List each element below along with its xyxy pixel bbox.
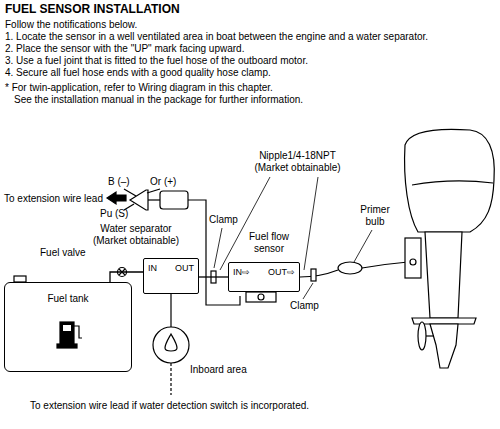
leader-line [354,230,372,262]
port-label: IN [148,262,157,274]
part-label: Fuel valve [40,247,86,259]
part-label: Clamp [290,300,319,312]
fuel-flow-sensor: Fuel flow sensorIN⇨OUT⇨ [228,262,300,292]
hose-clamp [311,269,316,281]
motor-midsection [425,232,462,318]
sensor-screw [258,294,264,300]
plug-link [148,199,160,200]
node-body: IN⇨ OUT⇨ [229,263,299,281]
fuel-hose [300,270,338,277]
node-heading: Fuel flow sensor [245,231,293,255]
sensor-base [246,292,276,302]
instruction-text: 2. Place the sensor with the "UP" mark f… [5,43,495,55]
fuel-tank: Fuel tank [4,282,132,372]
node-heading: Water separator (Market obtainable) [86,223,186,247]
fuel-inlet [410,259,416,265]
primer-bulb [338,262,362,274]
note-text: * For twin-application, refer to Wiring … [5,82,495,94]
leader-line [303,283,313,299]
wire-socket [160,191,188,209]
note-text: See the installation manual in the packa… [14,94,495,106]
wire-note: To extension wire lead [4,193,103,205]
part-label: Clamp [209,214,238,226]
leader-line [214,228,222,268]
water-separator: Water separator (Market obtainable)INOUT [143,258,199,294]
fuel-pump-icon [60,322,74,344]
propeller [418,322,426,350]
part-label: Nipple1/4-18NPT (Market obtainable) [250,150,345,174]
cowling-seam [412,181,493,185]
instruction-column: FUEL SENSOR INSTALLATION Follow the notif… [5,2,495,106]
black-wire [124,189,136,196]
node-body: IN OUT [144,259,198,277]
motor-cowling [405,129,495,232]
wire-note: To extension wire lead if water detectio… [30,400,309,412]
water-drop-symbol [165,334,177,351]
separator-bowl [153,327,189,363]
page-title: FUEL SENSOR INSTALLATION [5,2,495,17]
fuel-hose-to-motor [362,262,408,268]
wire-plug [130,190,148,210]
fuel-pump-nozzle [74,326,82,338]
part-label: Primer bulb [355,204,395,228]
area-label: Inboard area [190,364,247,376]
prop-shaft [426,335,434,336]
fuel-pump-base [57,344,77,348]
port-label: IN⇨ [233,266,250,278]
wire-name: B (–) [108,176,130,188]
transom-bracket [405,238,421,278]
separator-stem [170,294,171,327]
node-label: Fuel tank [47,293,88,305]
leader-line [304,177,318,270]
wire-name: Or (+) [150,176,176,188]
port-label: OUT [175,262,194,274]
wire-name: Pu (S) [100,208,128,220]
fuel-pump-window [63,325,71,331]
water-switch-wire [170,363,171,395]
instruction-text: 4. Secure all fuel hose ends with a good… [5,67,495,79]
sensor-wire [188,200,240,305]
instruction-text: Follow the notifications below. [5,19,495,31]
port-label: OUT⇨ [268,266,295,278]
orange-wire [147,189,160,193]
instruction-text: 1. Locate the sensor in a well ventilate… [5,31,495,43]
motor-lower-unit [430,324,458,368]
direction-arrow [107,192,126,204]
instruction-text: 3. Use a fuel joint that is fitted to th… [5,55,495,67]
fuel-hose [199,276,228,277]
node-body: Fuel tank [5,283,131,305]
fuel-hose [110,272,143,282]
